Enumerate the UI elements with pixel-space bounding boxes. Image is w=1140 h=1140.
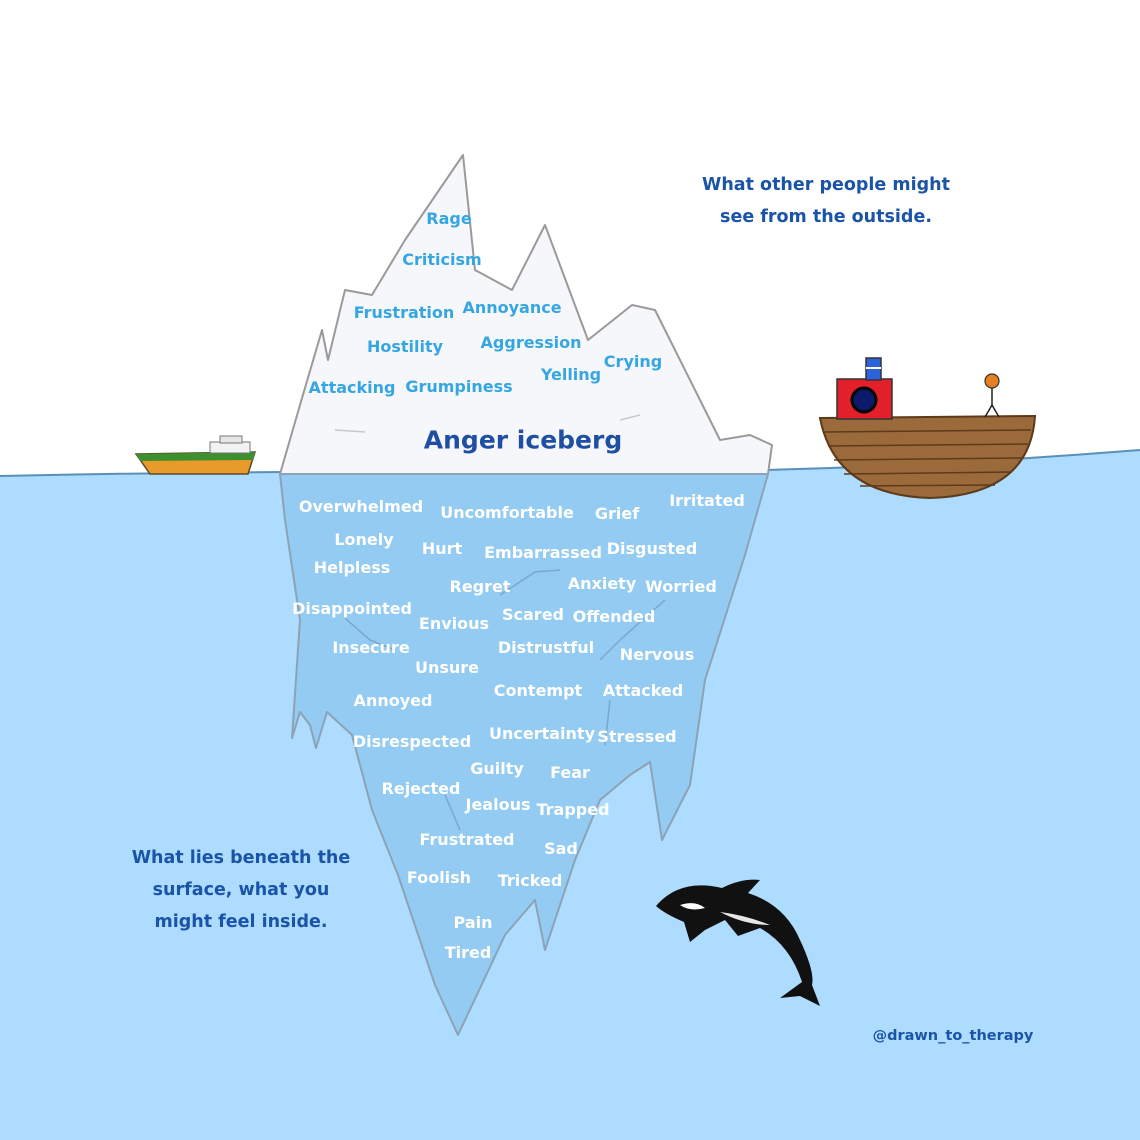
- hidden-emotion: Pain: [453, 913, 493, 932]
- hidden-emotion: Offended: [572, 607, 656, 626]
- hidden-emotion: Regret: [449, 577, 511, 596]
- visible-emotion: Hostility: [366, 337, 444, 356]
- hidden-emotion: Anxiety: [567, 574, 637, 593]
- hidden-emotion: Sad: [544, 839, 578, 858]
- hidden-emotion: Uncertainty: [488, 724, 596, 743]
- hidden-emotion: Annoyed: [353, 691, 433, 710]
- hidden-emotion: Rejected: [381, 779, 461, 798]
- hidden-emotion: Disrespected: [352, 732, 472, 751]
- hidden-emotion: Fear: [550, 763, 590, 782]
- visible-emotion: Annoyance: [462, 298, 562, 317]
- diagram-title: Anger iceberg: [423, 425, 623, 455]
- iceberg-tip: [279, 154, 773, 475]
- hidden-emotion: Foolish: [406, 868, 472, 887]
- hidden-emotion: Insecure: [332, 638, 410, 657]
- visible-emotion: Rage: [426, 209, 472, 228]
- hidden-emotion: Envious: [418, 614, 490, 633]
- artist-credit: @drawn_to_therapy: [872, 1027, 1034, 1044]
- hidden-emotion: Uncomfortable: [440, 503, 574, 522]
- hidden-emotion: Attacked: [602, 681, 684, 700]
- hidden-emotion: Frustrated: [419, 830, 515, 849]
- hidden-emotion: Grief: [594, 504, 640, 523]
- below-surface-note: What lies beneath the surface, what you …: [111, 842, 371, 938]
- hidden-emotion: Guilty: [470, 759, 524, 778]
- visible-emotion: Yelling: [540, 365, 602, 384]
- visible-emotion: Aggression: [480, 333, 582, 352]
- visible-emotion: Crying: [603, 352, 663, 371]
- hidden-emotion: Embarrassed: [484, 543, 602, 562]
- iceberg-crack: [344, 617, 396, 651]
- hidden-emotion: Unsure: [414, 658, 480, 677]
- note-line: see from the outside.: [720, 207, 932, 227]
- iceberg-crack: [444, 794, 461, 831]
- visible-emotion: Frustration: [353, 303, 455, 322]
- hidden-emotion: Nervous: [619, 645, 695, 664]
- hidden-emotion: Overwhelmed: [298, 497, 424, 516]
- hidden-emotion: Tricked: [497, 871, 563, 890]
- note-line: What other people might: [702, 175, 950, 195]
- hidden-emotion: Scared: [502, 605, 564, 624]
- hidden-emotion: Irritated: [669, 491, 745, 510]
- note-line: surface, what you: [152, 880, 330, 900]
- note-line: What lies beneath the: [131, 848, 351, 868]
- note-line: might feel inside.: [154, 912, 328, 932]
- visible-emotion: Grumpiness: [405, 377, 513, 396]
- hidden-emotion: Tired: [444, 943, 492, 962]
- hidden-emotion: Contempt: [493, 681, 583, 700]
- hidden-emotion: Hurt: [421, 539, 463, 558]
- hidden-emotion: Stressed: [597, 727, 677, 746]
- hidden-emotion: Worried: [645, 577, 717, 596]
- boat-with-person: [818, 357, 1037, 500]
- visible-emotion: Attacking: [308, 378, 396, 397]
- iceberg-crack: [619, 414, 641, 421]
- hidden-emotion: Helpless: [313, 558, 391, 577]
- above-surface-note: What other people might see from the out…: [686, 169, 966, 233]
- hidden-emotion: Trapped: [536, 800, 610, 819]
- iceberg-crack: [499, 569, 561, 596]
- hidden-emotion: Jealous: [465, 795, 531, 814]
- iceberg-crack: [334, 429, 366, 433]
- iceberg-crack: [604, 699, 611, 746]
- iceberg-crack: [599, 599, 666, 661]
- hidden-emotion: Disappointed: [292, 599, 412, 618]
- orca-whale: [656, 879, 820, 1006]
- visible-emotion: Criticism: [402, 250, 482, 269]
- small-ship: [134, 435, 257, 475]
- iceberg-underwater: [279, 473, 769, 1036]
- hidden-emotion: Distrustful: [497, 638, 595, 657]
- hidden-emotion: Lonely: [334, 530, 394, 549]
- hidden-emotion: Disgusted: [606, 539, 698, 558]
